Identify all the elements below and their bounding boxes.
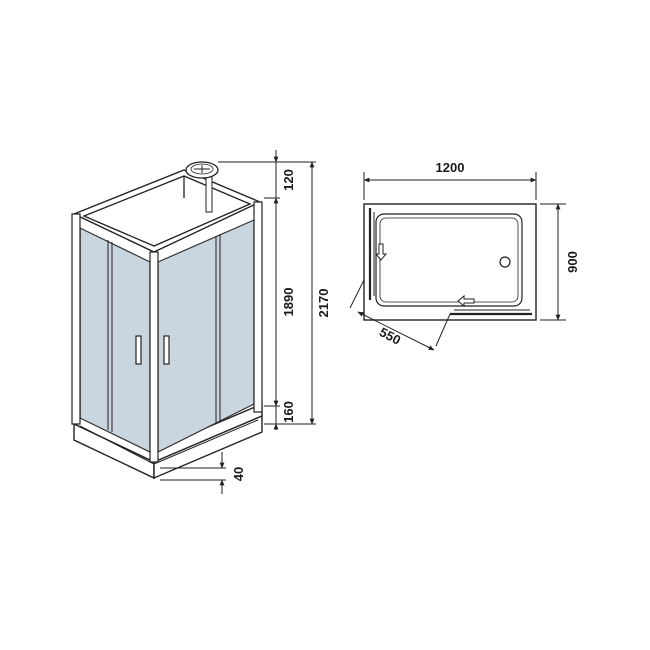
dim-top-clearance: 120 (281, 169, 296, 191)
door-opening-dimension (349, 279, 451, 351)
left-door-handle (135, 335, 142, 365)
height-dimension-lines (218, 150, 316, 430)
plan-inner-tray (375, 213, 523, 307)
dim-depth: 900 (565, 251, 580, 273)
dim-tray-height: 160 (281, 401, 296, 423)
sliding-door-rails (368, 208, 532, 316)
cabin-isometric-view: 120 1890 2170 160 40 (71, 150, 331, 494)
dim-total-height: 2170 (316, 289, 331, 318)
slide-direction-arrow-icon (374, 243, 475, 308)
cabin-plan-view: 1200 900 (349, 160, 580, 351)
depth-dimension-line (540, 203, 566, 321)
width-dimension-line (363, 172, 537, 200)
dim-door-opening: 550 (377, 324, 403, 347)
dim-foot-adjust: 40 (231, 467, 246, 481)
corner-posts (71, 176, 263, 463)
dim-width: 1200 (436, 160, 465, 175)
drain-circle-icon (499, 256, 511, 268)
dim-cabin-height: 1890 (281, 288, 296, 317)
right-door-handle (163, 335, 170, 365)
foot-dimension-lines (160, 452, 226, 494)
door-handles (135, 335, 170, 365)
rain-shower-head-icon (185, 161, 219, 213)
